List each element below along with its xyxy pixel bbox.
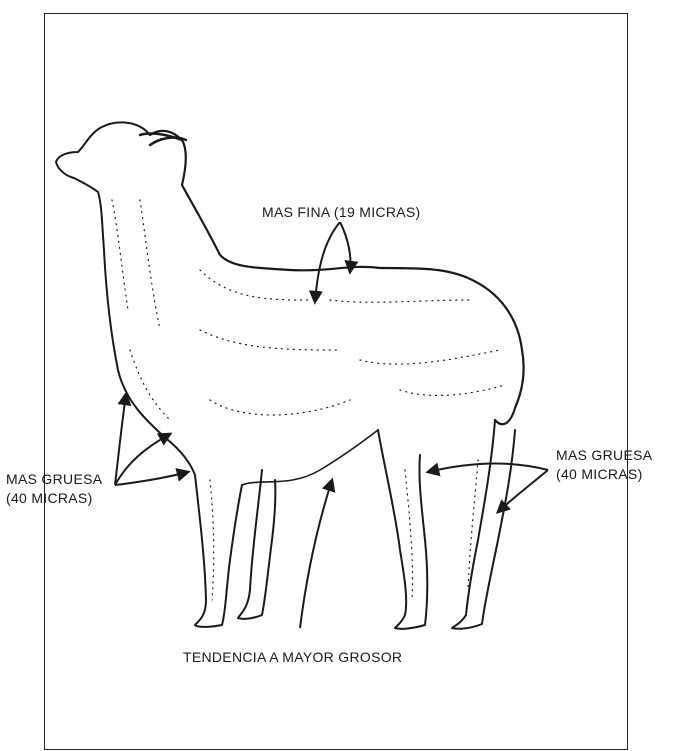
alpaca-hind-leg-right — [452, 420, 515, 629]
alpaca-hind-leg-left — [378, 430, 427, 629]
coarse-left-line2: (40 MICRAS) — [6, 489, 102, 508]
fleece-texture — [112, 200, 505, 600]
alpaca-front-leg-left — [195, 475, 242, 627]
coarse-left-line1: MAS GRUESA — [6, 470, 102, 489]
tendency-label: TENDENCIA A MAYOR GROSOR — [183, 648, 402, 667]
tendency-text: TENDENCIA A MAYOR GROSOR — [183, 648, 402, 667]
fine-arrow-body — [315, 222, 340, 302]
alpaca-outline — [150, 131, 524, 424]
fine-fiber-text: MAS FINA (19 MICRAS) — [262, 203, 420, 222]
alpaca-ear-right — [150, 138, 186, 145]
coarse-right-line1: MAS GRUESA — [556, 446, 652, 465]
bottom-arrow — [300, 480, 332, 628]
coarse-fiber-left-label: MAS GRUESA (40 MICRAS) — [6, 470, 102, 508]
coarse-right-line2: (40 MICRAS) — [556, 465, 652, 484]
right-arrow-2 — [498, 470, 548, 512]
coarse-fiber-right-label: MAS GRUESA (40 MICRAS) — [556, 446, 652, 484]
alpaca-belly — [242, 430, 378, 485]
alpaca-chest — [104, 250, 195, 475]
alpaca-front-leg-right — [238, 470, 275, 619]
alpaca-illustration — [56, 122, 524, 628]
curved-arrow-icon-group — [115, 222, 548, 628]
left-arrow-3 — [115, 472, 188, 485]
fine-fiber-label: MAS FINA (19 MICRAS) — [262, 203, 420, 222]
right-arrow-1 — [428, 463, 548, 472]
fine-arrow-back — [340, 222, 351, 272]
alpaca-head — [56, 122, 150, 250]
